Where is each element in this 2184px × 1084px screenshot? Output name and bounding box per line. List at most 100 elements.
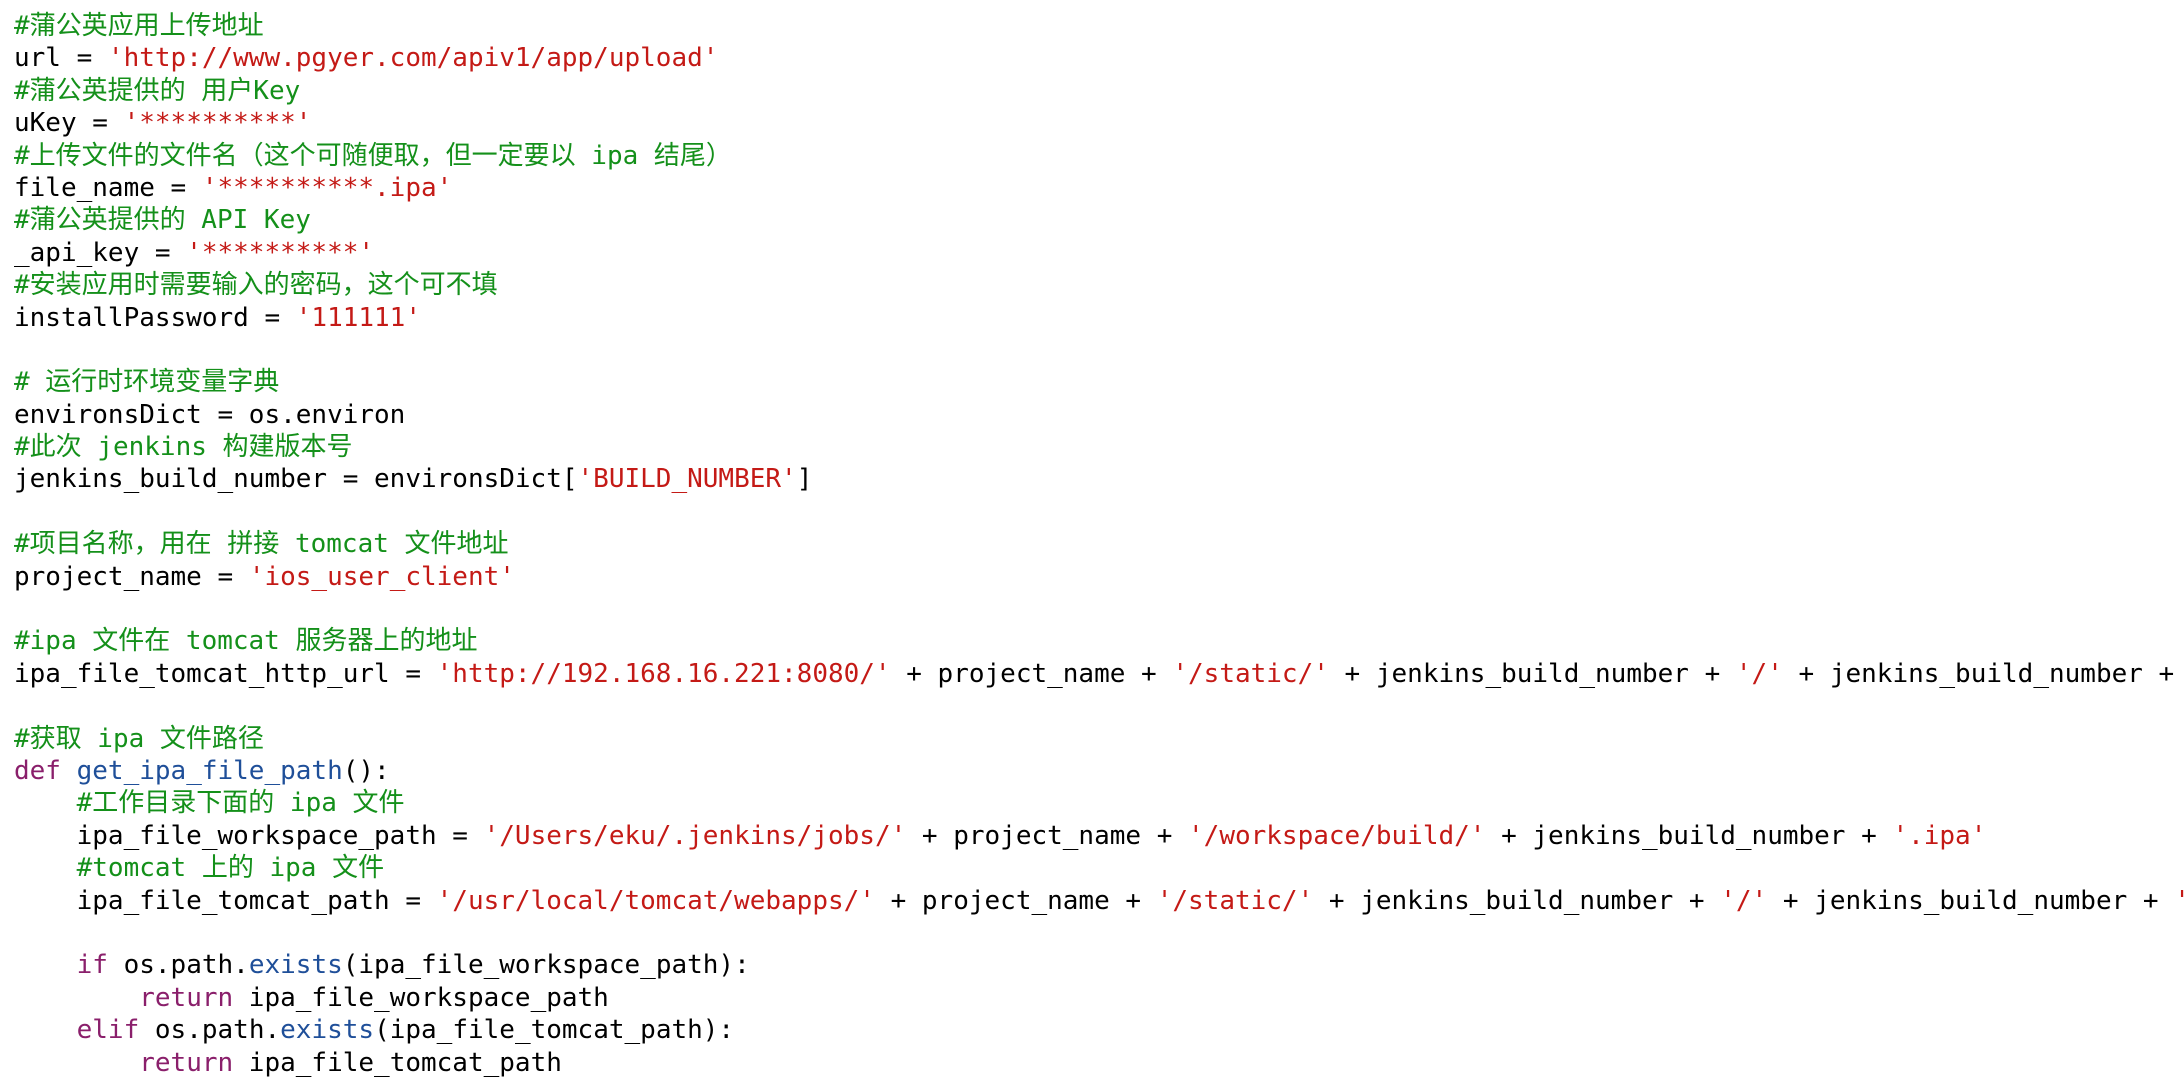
code-function-name: get_ipa_file_path [76,755,343,786]
code-line: environsDict = os.environ [14,399,2184,431]
code-comment: #tomcat 上的 ipa 文件 [76,853,385,884]
code-text: jenkins_build_number = environsDict[ [14,464,578,495]
code-line: #蒲公英应用上传地址 [14,10,2184,42]
code-comment: #工作目录下面的 ipa 文件 [76,788,405,819]
code-line: #安装应用时需要输入的密码，这个可不填 [14,269,2184,301]
code-string: 'http://192.168.16.221:8080/' [436,658,891,689]
code-line: # 运行时环境变量字典 [14,366,2184,398]
code-line: #工作目录下面的 ipa 文件 [14,787,2184,819]
code-text: + project_name + [874,885,1157,916]
code-text [14,1015,77,1045]
code-line: #获取 ipa 文件路径 [14,723,2184,755]
code-keyword: elif [76,1015,140,1046]
code-line [14,593,2184,625]
code-text: os.path. [139,1015,281,1046]
code-line: ipa_file_workspace_path = '/Users/eku/.j… [14,820,2184,852]
code-text: _api_key = [14,237,187,268]
code-line: #上传文件的文件名（这个可随便取，但一定要以 ipa 结尾） [14,140,2184,172]
code-string: '.ipa' [2174,886,2184,916]
code-string: '.ipa' [1892,820,1987,851]
code-text: + jenkins_build_number + [1328,658,1736,689]
code-comment: #ipa 文件在 tomcat 服务器上的地址 [14,626,478,657]
code-method-call: exists [280,1015,375,1046]
code-line: #此次 jenkins 构建版本号 [14,431,2184,463]
code-text: ] [796,464,813,495]
code-text: ipa_file_tomcat_path [233,1047,562,1078]
code-text [14,788,77,818]
code-string: '111111' [295,302,421,333]
code-string: 'BUILD_NUMBER' [577,464,797,495]
code-text: (ipa_file_workspace_path): [342,950,750,981]
code-line: url = 'http://www.pgyer.com/apiv1/app/up… [14,42,2184,74]
code-line: #项目名称，用在 拼接 tomcat 文件地址 [14,528,2184,560]
code-text: + project_name + [890,658,1173,689]
code-text: (): [342,755,390,786]
code-line [14,334,2184,366]
code-comment: #蒲公英提供的 用户Key [14,75,301,106]
code-line: uKey = '**********' [14,107,2184,139]
code-string: '/usr/local/tomcat/webapps/' [436,885,875,916]
code-text: url = [14,43,108,74]
code-keyword: def [14,755,61,786]
code-string: '/static/' [1156,885,1314,916]
code-text: installPassword = [14,302,296,333]
code-text: ipa_file_workspace_path = [14,820,484,851]
code-comment: #上传文件的文件名（这个可随便取，但一定要以 ipa 结尾） [14,140,732,171]
code-text: + jenkins_build_number + [1767,885,2175,916]
code-text: + project_name + [906,820,1189,851]
code-text [61,756,77,786]
code-line: _api_key = '**********' [14,237,2184,269]
code-line: def get_ipa_file_path(): [14,755,2184,787]
code-line: file_name = '**********.ipa' [14,172,2184,204]
code-text: environsDict = os.environ [14,399,406,430]
code-line: jenkins_build_number = environsDict['BUI… [14,463,2184,495]
code-line [14,690,2184,722]
code-text: project_name = [14,561,249,592]
code-string: '/' [1720,885,1768,916]
code-line: #蒲公英提供的 API Key [14,204,2184,236]
code-comment: # 运行时环境变量字典 [14,367,280,398]
code-text: ipa_file_workspace_path [233,982,609,1013]
code-text: + jenkins_build_number + [1313,885,1721,916]
code-keyword: return [139,1047,234,1078]
code-text: ipa_file_tomcat_http_url = [14,658,437,689]
code-string: 'ios_user_client' [248,561,515,592]
code-line: #ipa 文件在 tomcat 服务器上的地址 [14,625,2184,657]
code-line: ipa_file_tomcat_http_url = 'http://192.1… [14,658,2184,690]
code-line: project_name = 'ios_user_client' [14,561,2184,593]
code-text: file_name = [14,172,202,203]
code-string: '/' [1735,658,1783,689]
code-text: (ipa_file_tomcat_path): [374,1015,735,1046]
code-string: '/workspace/build/' [1188,820,1486,851]
code-method-call: exists [248,950,343,981]
code-line [14,496,2184,528]
code-text [14,950,77,980]
code-line: #蒲公英提供的 用户Key [14,75,2184,107]
code-text: uKey = [14,108,124,139]
code-text: + jenkins_build_number + [1782,658,2184,689]
code-line: ipa_file_tomcat_path = '/usr/local/tomca… [14,885,2184,917]
code-text [14,853,77,883]
code-text: os.path. [107,950,249,981]
code-comment: #蒲公英提供的 API Key [14,205,311,236]
code-text [14,1048,139,1078]
code-line: #tomcat 上的 ipa 文件 [14,852,2184,884]
code-keyword: if [76,950,108,981]
code-string: '/static/' [1172,658,1329,689]
code-string: '**********' [186,237,375,268]
code-line: return ipa_file_workspace_path [14,982,2184,1014]
code-line: return ipa_file_tomcat_path [14,1047,2184,1079]
code-line: if os.path.exists(ipa_file_workspace_pat… [14,949,2184,981]
code-line: elif os.path.exists(ipa_file_tomcat_path… [14,1014,2184,1046]
code-comment: #获取 ipa 文件路径 [14,723,264,754]
code-line [14,917,2184,949]
code-text: ipa_file_tomcat_path = [14,885,437,916]
code-text [14,983,139,1013]
code-comment: #此次 jenkins 构建版本号 [14,432,353,463]
code-comment: #蒲公英应用上传地址 [14,11,264,41]
code-comment: #安装应用时需要输入的密码，这个可不填 [14,270,498,301]
code-string: '**********' [123,108,312,139]
code-line: installPassword = '111111' [14,302,2184,334]
code-keyword: return [139,982,234,1013]
